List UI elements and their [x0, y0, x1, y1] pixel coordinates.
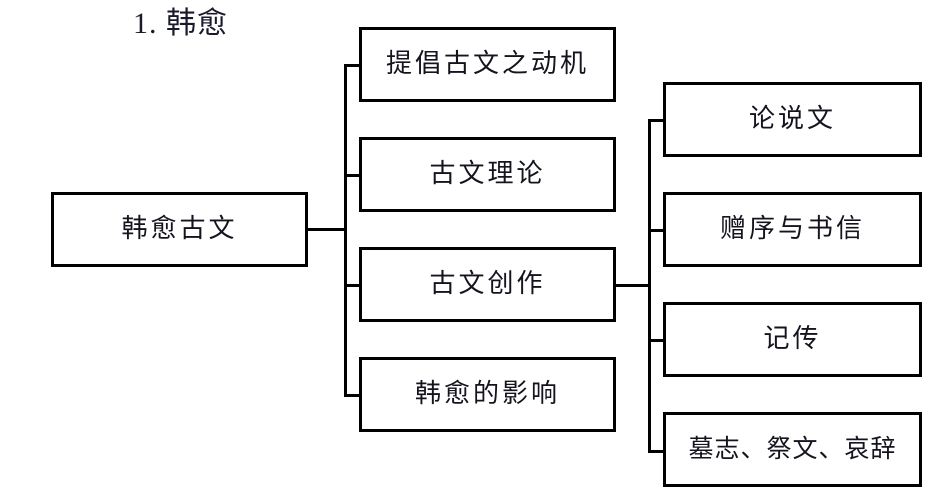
node-epitaphs[interactable]: 墓志、祭文、哀辞: [663, 412, 922, 487]
node-influence[interactable]: 韩愈的影响: [359, 357, 616, 432]
connector-stub-influence: [344, 394, 362, 397]
connector-root-to-trunk: [307, 228, 347, 231]
connector-stub-prefaces-letters: [648, 229, 666, 232]
page-title: 1. 韩愈: [133, 7, 228, 40]
node-influence-label: 韩愈的影响: [414, 379, 560, 409]
node-motivation[interactable]: 提倡古文之动机: [359, 27, 616, 102]
connector-stub-theory: [344, 174, 362, 177]
node-theory-label: 古文理论: [429, 159, 546, 189]
node-creation[interactable]: 古文创作: [359, 247, 616, 322]
node-biographies[interactable]: 记传: [663, 302, 922, 377]
node-root-label: 韩愈古文: [121, 214, 238, 244]
node-theory[interactable]: 古文理论: [359, 137, 616, 212]
connector-stub-motivation: [344, 64, 362, 67]
node-biographies-label: 记传: [763, 324, 822, 354]
node-motivation-label: 提倡古文之动机: [385, 49, 589, 79]
node-prefaces-letters-label: 赠序与书信: [719, 214, 865, 244]
node-argumentative[interactable]: 论说文: [663, 82, 922, 157]
connector-level2-trunk: [344, 65, 347, 397]
connector-stub-argumentative: [648, 119, 666, 122]
connector-creation-to-trunk: [615, 284, 651, 287]
node-argumentative-label: 论说文: [748, 104, 836, 134]
connector-stub-creation: [344, 284, 362, 287]
node-prefaces-letters[interactable]: 赠序与书信: [663, 192, 922, 267]
node-root[interactable]: 韩愈古文: [51, 192, 308, 267]
node-creation-label: 古文创作: [429, 269, 546, 299]
node-epitaphs-label: 墓志、祭文、哀辞: [688, 435, 897, 463]
connector-level3-trunk: [648, 120, 651, 453]
connector-stub-biographies: [648, 339, 666, 342]
connector-stub-epitaphs: [648, 450, 666, 453]
